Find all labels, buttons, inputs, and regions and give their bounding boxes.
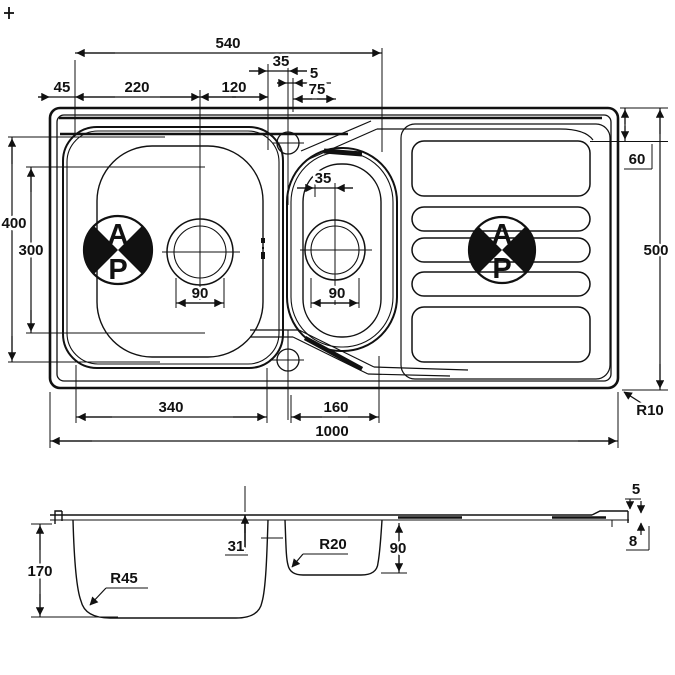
dim-r10: R10 (636, 402, 664, 419)
dim-220: 220 (124, 79, 149, 96)
logo-letter-a: A (108, 219, 129, 251)
dim-540: 540 (215, 35, 240, 52)
drainer-groove (412, 272, 590, 296)
dim-r20: R20 (319, 536, 347, 553)
dim-r45: R45 (110, 570, 138, 587)
overflow-channel-front (250, 330, 468, 376)
main-bowl-profile (73, 520, 268, 618)
main-bowl (63, 90, 283, 368)
registration-mark (4, 7, 14, 19)
dim-5-tap: 5 (310, 65, 318, 82)
overflow-channel-rear (301, 121, 593, 159)
half-bowl (287, 148, 397, 351)
sink-inner-rim (57, 115, 611, 381)
drainer-groove (412, 307, 590, 362)
dim-300: 300 (18, 242, 43, 259)
dim-400: 400 (1, 215, 26, 232)
drainer-groove (412, 238, 590, 262)
section-view (50, 511, 629, 618)
drainer (401, 124, 610, 379)
logo-letter-a: A (492, 219, 513, 251)
dim-75: 75 (309, 81, 326, 98)
dim-60: 60 (629, 151, 646, 168)
logo-letter-p: P (492, 253, 511, 285)
dim-90-half: 90 (329, 285, 346, 302)
drainer-groove (412, 141, 590, 196)
dim-35-tap: 35 (273, 53, 290, 70)
tap-holes (272, 62, 304, 420)
brand-logo-bowl: A P (84, 216, 152, 286)
dim-160: 160 (323, 399, 348, 416)
dim-5-section: 5 (632, 481, 640, 498)
dim-500: 500 (643, 242, 668, 259)
dim-90-section: 90 (390, 540, 407, 557)
dim-31: 31 (228, 538, 245, 555)
logo-letter-p: P (108, 254, 127, 286)
half-bowl-profile (285, 520, 382, 575)
brand-logo-drainer: A P (469, 217, 535, 285)
drainer-groove (412, 207, 590, 231)
stamp-marks (261, 238, 265, 259)
top-view-dimensions: 540 45 220 120 35 5 75 60 (0, 33, 671, 448)
sink-outer-edge (50, 108, 618, 388)
dim-170: 170 (27, 563, 52, 580)
top-view: A P A P (50, 62, 618, 420)
dim-35-half: 35 (315, 170, 332, 187)
dim-120: 120 (221, 79, 246, 96)
dim-8-section: 8 (629, 533, 637, 550)
dim-340: 340 (158, 399, 183, 416)
left-lip (55, 511, 62, 524)
section-view-dimensions: 170 R45 31 R20 90 5 8 (25, 479, 649, 617)
dim-45: 45 (54, 79, 71, 96)
drainer-surround (401, 124, 610, 379)
dim-90-main: 90 (192, 285, 209, 302)
dim-1000: 1000 (315, 423, 348, 440)
